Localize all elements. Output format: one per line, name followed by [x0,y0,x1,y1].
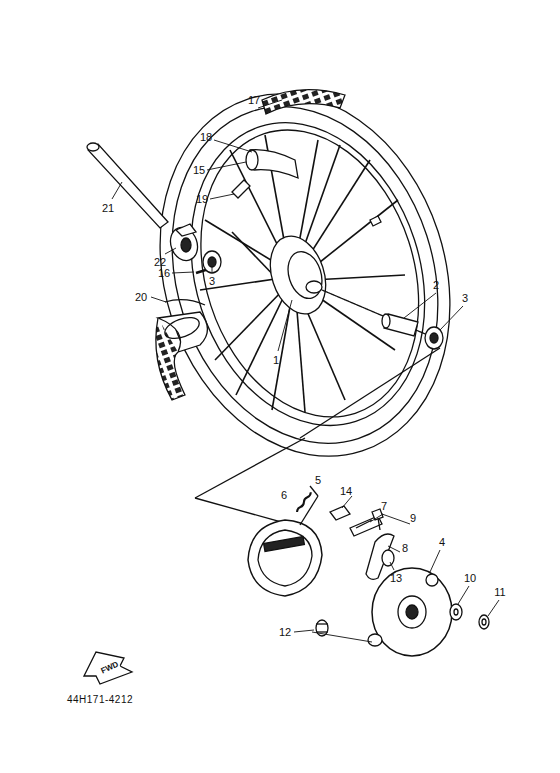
callout-number: 17 [247,94,261,106]
callout-number: 2 [432,279,440,291]
callout-number: 16 [157,267,171,279]
callout-number: 21 [101,202,115,214]
callout-number: 12 [278,626,292,638]
callout-number: 4 [438,536,446,548]
callout-number: 1 [272,354,280,366]
callout-number: 6 [280,489,288,501]
callout-number: 3 [461,292,469,304]
callout-number: 3 [208,275,216,287]
callout-number: 8 [401,542,409,554]
diagram-code: 44H171-4212 [66,694,134,706]
callout-number: 13 [389,572,403,584]
callout-number: 20 [134,291,148,303]
callout-number: 7 [380,500,388,512]
callout-number: 15 [192,164,206,176]
callout-number: 10 [463,572,477,584]
callout-number: 22 [153,256,167,268]
callout-number: 18 [199,131,213,143]
callout-number: 19 [195,193,209,205]
callout-number: 11 [493,586,506,598]
callout-number: 14 [339,485,353,497]
callout-number: 9 [409,512,417,524]
callout-number: 5 [314,474,322,486]
